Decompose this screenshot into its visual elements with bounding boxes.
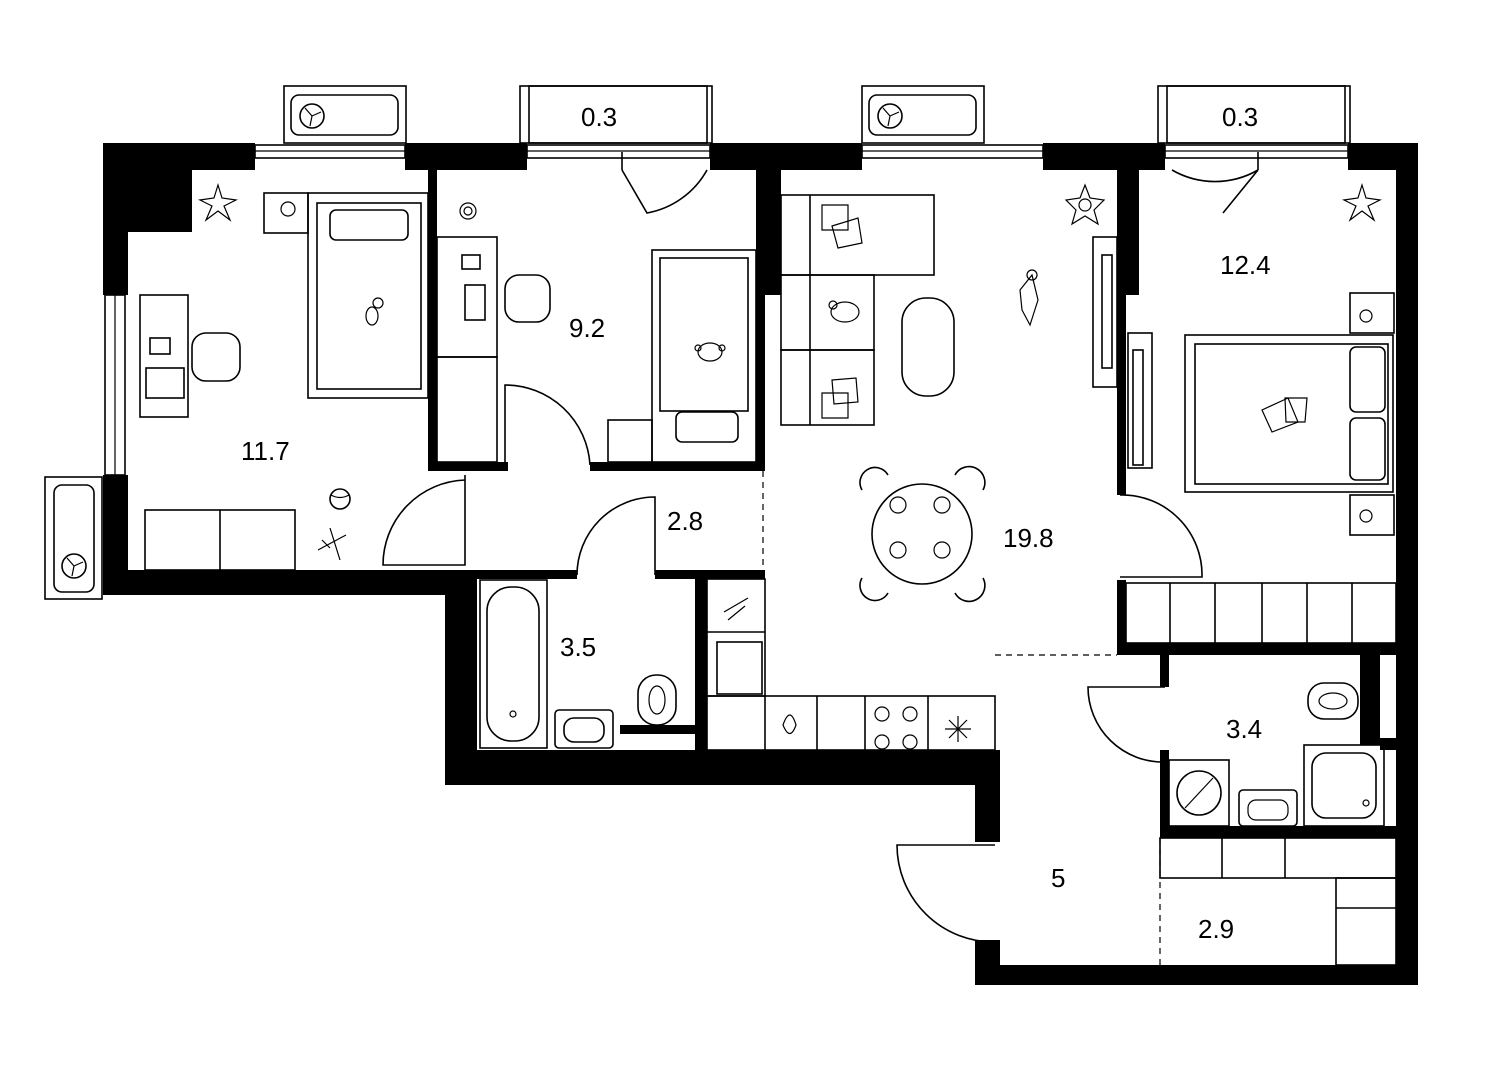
kitchen [706,578,996,751]
dog-icon [1019,269,1039,327]
toilet-icon [1307,682,1359,720]
bedroom-right-furniture [1125,292,1397,644]
room-labels: 11.7 9.2 0.3 0.3 12.4 19.8 2.8 3.5 3.4 5… [241,102,1271,944]
walls [103,143,1418,985]
storage-shelves [1159,837,1397,966]
room-area-bedroom-right: 12.4 [1220,250,1271,280]
dining-plates [889,496,951,559]
sink-icon [1247,799,1289,821]
room-area-living-kitchen: 19.8 [1003,523,1054,553]
windows [104,144,1349,476]
tools-icon [723,597,749,621]
washing-machine-icon [1176,770,1222,816]
toilet-icon [637,674,677,726]
room-area-bedroom-left: 11.7 [241,436,290,466]
plant-icon [198,182,238,222]
ball-icon [329,488,351,510]
snowflake-icon [945,716,971,742]
room-area-storage: 2.9 [1198,914,1234,944]
pillow-icon [821,204,863,419]
plant-icon [1064,183,1106,226]
living-room-furniture [780,194,1118,603]
fan-icon [61,553,87,579]
kids-room-furniture [436,202,757,463]
room-area-balcony-left: 0.3 [581,102,617,132]
cat-icon [828,300,860,323]
plant-icon [1342,182,1382,222]
room-area-wc: 3.4 [1226,714,1262,744]
room-area-entrance-hall: 5 [1051,863,1065,893]
bathroom-fixtures [479,579,548,749]
stove-icon [874,706,918,750]
toy-plane-icon [317,527,347,561]
wc-fixtures [1168,744,1385,827]
pillow-icon [1261,397,1308,433]
lamp-icon [1359,309,1373,523]
toy-bunny-icon [365,297,384,326]
bedroom-left-furniture [139,192,429,571]
room-area-kids-room: 9.2 [569,313,605,343]
bathtub-icon [554,709,614,749]
shower-icon [1362,799,1370,807]
doors [382,152,1259,943]
room-area-balcony-right: 0.3 [1222,102,1258,132]
fan-icon [877,103,903,129]
room-area-bathroom: 3.5 [560,632,596,662]
openings [762,471,1161,965]
sink-icon [782,714,797,735]
room-area-hall-corridor: 2.8 [667,506,703,536]
external-units [44,85,1351,600]
toy-icon [694,342,726,362]
fan-icon [299,103,325,129]
